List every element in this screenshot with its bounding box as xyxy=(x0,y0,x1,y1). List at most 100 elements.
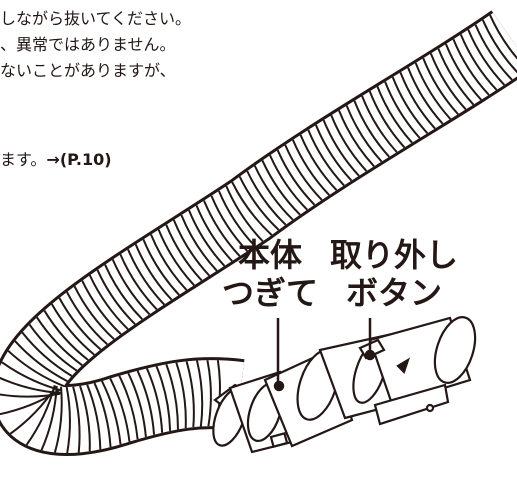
hose-rib xyxy=(246,170,287,226)
hose-rib xyxy=(119,253,158,311)
instruction-line-2: 、異常ではありません。 xyxy=(0,35,176,54)
hose-rib xyxy=(134,243,173,301)
hose-rib xyxy=(118,375,139,440)
instruction-line-3: ないことがありますが、 xyxy=(0,61,176,80)
page-reference: ます。→(P.10) xyxy=(0,146,112,170)
release-button-label: 取り外し ボタン xyxy=(330,236,458,312)
hose-rib xyxy=(284,144,323,201)
hose-rib xyxy=(203,200,241,257)
hose-rib xyxy=(231,181,273,236)
hose-rib xyxy=(474,24,513,81)
hose-rib xyxy=(155,365,172,431)
hose-rib xyxy=(353,100,390,158)
hose-rib xyxy=(361,95,398,153)
hose-rib xyxy=(330,114,368,172)
hose-rib xyxy=(276,149,316,206)
hose-rib xyxy=(157,229,195,286)
instruction-line-1: しながら抜いてください。 xyxy=(0,9,192,28)
hose-rib xyxy=(314,124,353,182)
hose-rib xyxy=(73,285,115,340)
hose-rib xyxy=(206,359,212,427)
callout-lines xyxy=(273,318,376,392)
body-joint-label: 本体 つぎて xyxy=(222,236,318,312)
hose-rib xyxy=(7,350,65,388)
hose-rib xyxy=(93,382,112,448)
hose-rib xyxy=(225,185,264,242)
hose-rib xyxy=(444,43,482,101)
hose-rib xyxy=(180,214,218,272)
instruction-text: しながら抜いてください。 、異常ではありません。 ないことがありますが、 xyxy=(0,6,240,84)
release-button-callout-dot xyxy=(364,349,376,361)
release-button-label-line-1: 取り外し xyxy=(330,236,459,274)
hose-rib xyxy=(79,385,91,452)
hose-rib xyxy=(104,264,143,320)
page-ref-link[interactable]: (P.10) xyxy=(59,150,112,169)
hose-rib xyxy=(368,90,406,149)
hose-rib xyxy=(481,19,517,74)
arrow-icon: → xyxy=(46,150,60,169)
hose-rib xyxy=(172,219,211,277)
hose-rib xyxy=(299,134,338,191)
hose-rib xyxy=(407,67,444,125)
hose-rib xyxy=(127,248,165,306)
hose-rib xyxy=(399,71,436,130)
hose-rib xyxy=(28,324,78,372)
body-joint-label-line-1: 本体 xyxy=(238,236,303,274)
hose-rib xyxy=(338,110,375,167)
hose-rib xyxy=(307,129,345,187)
hose-rib xyxy=(81,280,122,335)
hose-rib xyxy=(146,368,164,433)
hose-rib xyxy=(150,234,188,291)
hose-rib xyxy=(218,190,256,247)
hose-rib xyxy=(269,154,308,211)
hose-rib xyxy=(459,34,498,91)
hose-rib xyxy=(384,81,421,139)
hose-rib xyxy=(188,209,226,267)
hose-rib xyxy=(437,48,475,106)
hose-rib xyxy=(96,269,136,325)
hose-rib xyxy=(50,303,95,356)
hose-rib xyxy=(25,385,56,446)
hose-rib xyxy=(195,205,233,262)
hose-rib xyxy=(185,361,195,428)
hose-rib xyxy=(175,362,187,429)
hose-rib xyxy=(36,316,83,367)
hose-rib xyxy=(376,86,413,144)
hose-rib xyxy=(86,384,102,450)
hose-rib xyxy=(165,224,203,282)
hose-rib xyxy=(72,386,81,453)
hose-rib xyxy=(109,378,131,442)
hose-rib xyxy=(429,53,467,111)
hose-rib xyxy=(43,310,89,361)
hose-rib xyxy=(467,29,506,86)
hose-rib xyxy=(0,389,60,416)
release-button-label-line-2: ボタン xyxy=(346,274,443,312)
hose-rib xyxy=(210,195,249,252)
hose-rib xyxy=(291,139,330,196)
hose-rib xyxy=(58,297,102,351)
hose-rib xyxy=(65,386,71,454)
hose-rib xyxy=(489,14,517,60)
hose-rib xyxy=(142,239,180,296)
hose-rib xyxy=(195,360,204,427)
hose-rib xyxy=(101,380,122,445)
hose-rib xyxy=(88,274,129,330)
hose-rib xyxy=(53,386,63,453)
hose-ribs xyxy=(0,14,517,454)
hose-rib xyxy=(322,119,360,177)
body-joint-connector xyxy=(212,316,477,454)
hose-rib xyxy=(21,331,73,377)
hose-rib xyxy=(14,340,68,383)
hose-rib xyxy=(422,57,459,115)
hose-rib xyxy=(0,392,61,398)
body-joint-label-line-2: つぎて xyxy=(222,274,319,312)
hose-rib xyxy=(238,176,280,231)
hose-rib xyxy=(111,259,151,316)
hose-rib xyxy=(452,38,490,96)
hose-rib xyxy=(391,76,429,134)
hose xyxy=(0,10,517,456)
hose-rib xyxy=(253,165,294,221)
hose-rib xyxy=(40,385,58,451)
hose-rib xyxy=(345,105,383,163)
